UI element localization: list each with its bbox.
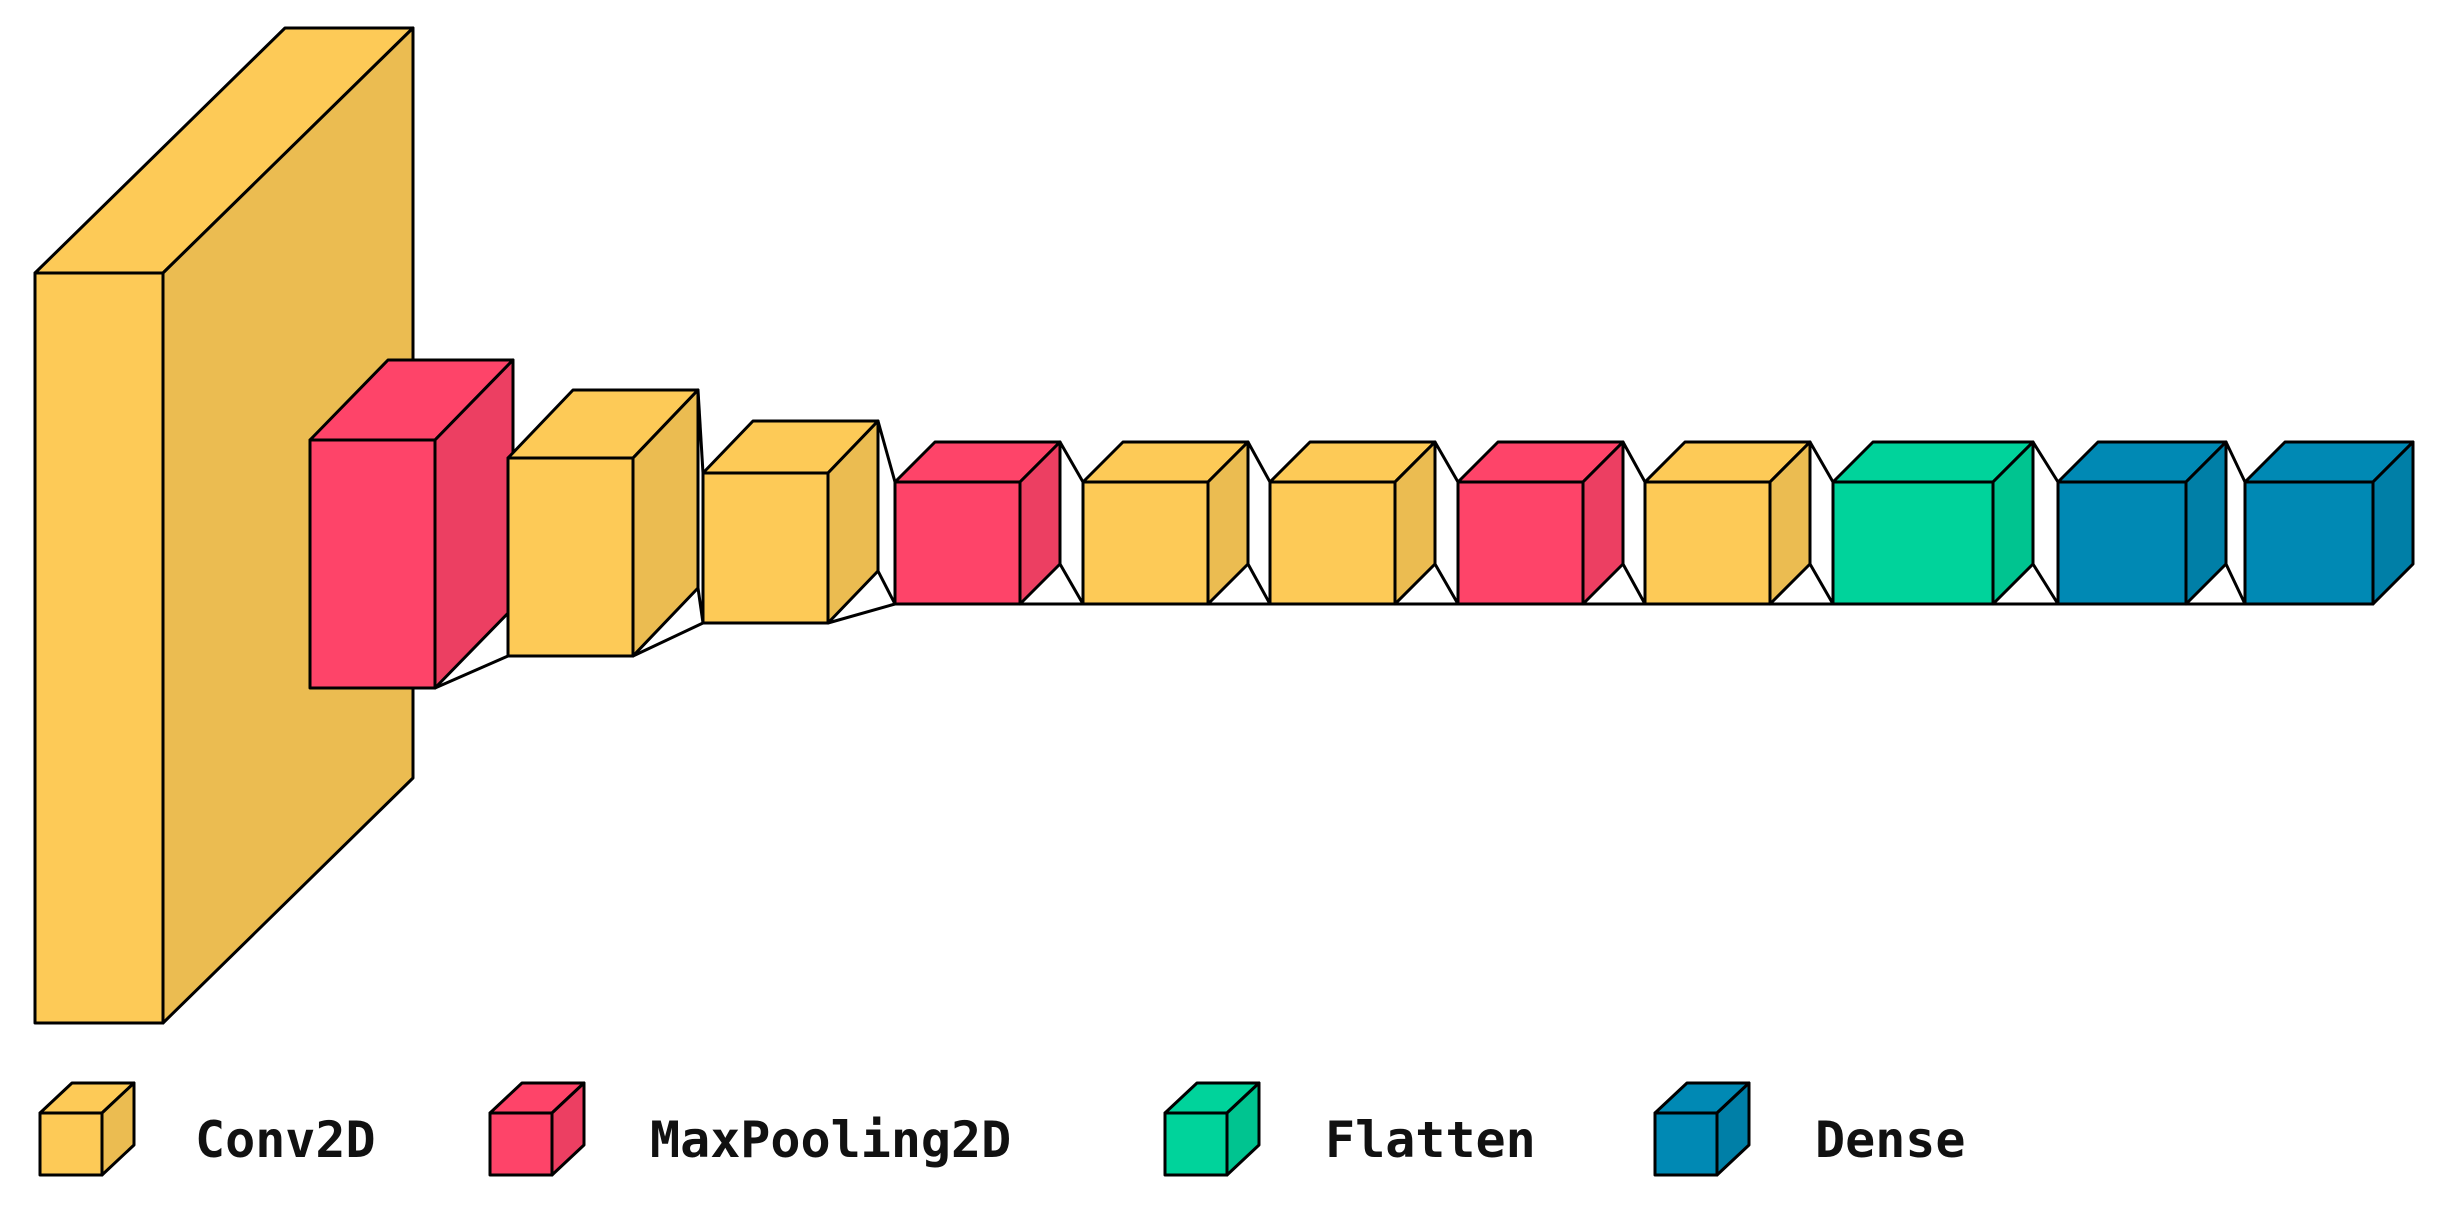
layer-3-conv2d-front-face <box>506 456 635 658</box>
legend-cube-maxpooling2d <box>488 1081 586 1177</box>
connector-line-3-1 <box>876 570 897 605</box>
layer-6-conv2d-front-face <box>1081 480 1210 606</box>
legend-swatch-conv2d <box>38 1081 136 1177</box>
connector-line-3-0 <box>876 420 897 483</box>
layer-8-maxpooling2d-front-face <box>1456 480 1585 606</box>
layer-12-dense <box>2243 440 2415 606</box>
layer-stack <box>33 26 2415 1025</box>
layer-5-maxpooling2d-front-face <box>893 480 1022 606</box>
layer-12-dense-front-face <box>2243 480 2375 606</box>
layer-10-flatten-front-face <box>1831 480 1995 606</box>
connector-line-4-0 <box>1058 441 1085 483</box>
legend-item-flatten: Flatten <box>1163 1081 1536 1177</box>
legend-cube-maxpooling2d-front-face <box>488 1111 554 1177</box>
layer-1-conv2d <box>33 26 415 1025</box>
layer-6-conv2d <box>1081 440 1250 606</box>
legend-cube-conv2d <box>38 1081 136 1177</box>
layer-9-conv2d-front-face <box>1643 480 1772 606</box>
layer-4-conv2d <box>701 419 880 625</box>
connector-line-5-1 <box>1246 563 1272 605</box>
legend-label-flatten: Flatten <box>1325 1111 1536 1169</box>
legend-label-conv2d: Conv2D <box>195 1111 376 1169</box>
layer-8-maxpooling2d <box>1456 440 1625 606</box>
legend-label-maxpooling2d: MaxPooling2D <box>650 1111 1011 1169</box>
connector-line-4-1 <box>1058 563 1085 605</box>
connector-line-10-0 <box>2224 441 2247 483</box>
connector-line-6-0 <box>1433 441 1460 483</box>
legend-cube-flatten-front-face <box>1163 1111 1229 1177</box>
legend-label-dense: Dense <box>1815 1111 1966 1169</box>
legend-cube-dense <box>1653 1081 1751 1177</box>
legend: Conv2D MaxPooling2D Flatten Dense <box>38 1081 1966 1177</box>
legend-swatch-flatten <box>1163 1081 1261 1177</box>
layer-11-dense <box>2056 440 2228 606</box>
legend-item-conv2d: Conv2D <box>38 1081 376 1177</box>
legend-cube-dense-front-face <box>1653 1111 1719 1177</box>
layer-11-dense-front-face <box>2056 480 2188 606</box>
legend-item-maxpooling2d: MaxPooling2D <box>488 1081 1011 1177</box>
connector-line-5-0 <box>1246 441 1272 483</box>
legend-swatch-dense <box>1653 1081 1751 1177</box>
connector-line-9-0 <box>2031 441 2060 483</box>
connector-line-2-2 <box>632 621 704 658</box>
layer-2-maxpooling2d-front-face <box>308 438 437 690</box>
connector-line-10-1 <box>2224 563 2247 605</box>
layer-7-conv2d-front-face <box>1268 480 1397 606</box>
layer-3-conv2d <box>506 388 700 658</box>
connector-line-3-2 <box>827 602 896 625</box>
connector-line-7-0 <box>1621 441 1647 483</box>
legend-cube-flatten <box>1163 1081 1261 1177</box>
layer-10-flatten <box>1831 440 2035 606</box>
legend-swatch-maxpooling2d <box>488 1081 586 1177</box>
connector-line-6-1 <box>1433 563 1460 605</box>
connector-line-8-1 <box>1808 563 1835 605</box>
legend-cube-conv2d-front-face <box>38 1111 104 1177</box>
legend-item-dense: Dense <box>1653 1081 1966 1177</box>
layer-4-conv2d-front-face <box>701 471 830 625</box>
connector-line-9-1 <box>2031 563 2060 605</box>
connector-line-8-0 <box>1808 441 1835 483</box>
layer-5-maxpooling2d <box>893 440 1062 606</box>
layer-2-maxpooling2d <box>308 358 515 690</box>
layer-7-conv2d <box>1268 440 1437 606</box>
layer-1-conv2d-front-face <box>33 271 165 1025</box>
connector-line-7-1 <box>1621 563 1647 605</box>
layer-9-conv2d <box>1643 440 1812 606</box>
connector-line-1-2 <box>434 654 509 690</box>
